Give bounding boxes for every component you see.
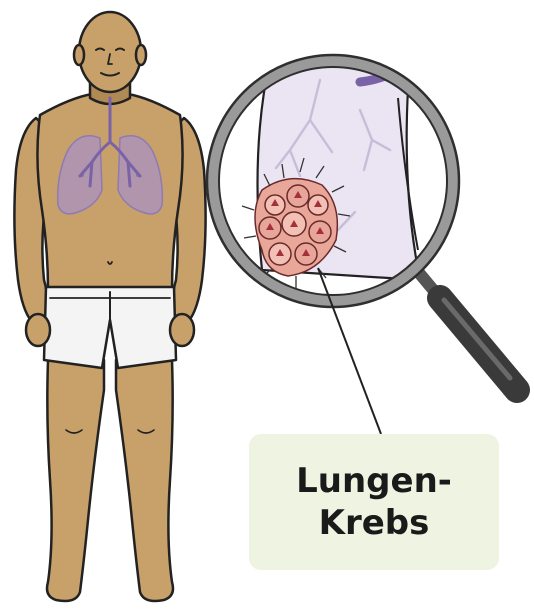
lens-handle [410,262,517,390]
head [79,12,141,92]
left-ear [74,45,84,65]
magnifying-glass-icon [207,55,517,390]
left-hand [26,314,50,346]
label-line-1: Lungen- [296,460,452,503]
lens-view [242,60,420,288]
label-line-2: Krebs [319,502,430,545]
right-hand [170,314,194,346]
right-ear [136,45,146,65]
lung-cancer-label: Lungen- Krebs [249,434,499,570]
right-leg [116,360,173,601]
left-leg [47,360,104,601]
